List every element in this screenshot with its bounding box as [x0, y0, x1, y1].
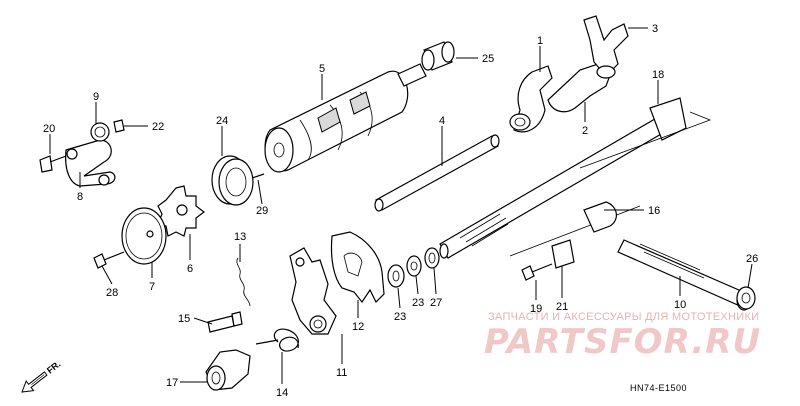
- stopper-arm: [39, 119, 125, 187]
- callout-24: 24: [216, 115, 228, 127]
- assembly-guide-line: [579, 111, 712, 169]
- washer-23-b: [406, 255, 422, 277]
- callout-9: 9: [93, 91, 99, 103]
- callout-14: 14: [276, 387, 288, 399]
- callout-19: 19: [530, 303, 542, 315]
- callout-6: 6: [187, 263, 193, 275]
- needle-bearing: [421, 41, 455, 71]
- watermark-caption: ЗАПЧАСТИ И АКСЕССУАРЫ ДЛЯ МОТОТЕХНИКИ: [488, 311, 760, 323]
- front-direction-arrow: FR.: [21, 359, 63, 393]
- gearshift-spindle: [439, 97, 687, 259]
- washer-23: [387, 264, 405, 288]
- gearshift-pedal-arm: [583, 201, 752, 311]
- callout-numbers: 1 2 3 4 5 6 7 8 9 10 11 12 13 14 15 16 1…: [43, 23, 758, 399]
- watermark-logo: PARTSFOR.RU: [484, 322, 762, 362]
- gearshift-drum: [264, 63, 427, 173]
- callout-23: 23: [394, 311, 406, 323]
- bolt-15: [207, 311, 243, 333]
- callout-23-b: 23: [412, 297, 424, 309]
- front-arrow-label: FR.: [45, 359, 63, 376]
- shift-fork-1: [509, 65, 553, 133]
- callout-12: 12: [352, 321, 364, 333]
- torsion-spring: [255, 328, 299, 352]
- pinch-clamp: [551, 239, 575, 269]
- shift-fork-2: [547, 15, 629, 113]
- callout-7: 7: [149, 281, 155, 293]
- callout-20: 20: [43, 123, 55, 135]
- callout-8: 8: [77, 191, 83, 203]
- callout-16: 16: [648, 205, 660, 217]
- shift-fork-shaft: [374, 134, 500, 212]
- shift-drum-center-cam: [157, 185, 205, 237]
- callout-2: 2: [582, 125, 588, 137]
- shift-plate: [330, 231, 385, 304]
- gearshift-arm: [289, 247, 337, 335]
- callout-1: 1: [537, 35, 543, 47]
- callout-15: 15: [178, 313, 190, 325]
- circlip-27: [424, 247, 440, 269]
- guide-plate: [121, 207, 167, 265]
- diagram-code: HN74-E1500: [630, 383, 688, 393]
- callout-17: 17: [166, 377, 178, 389]
- callout-22: 22: [152, 121, 164, 133]
- drum-bearing: [211, 155, 254, 206]
- callout-29: 29: [256, 205, 268, 217]
- callout-10: 10: [674, 299, 686, 311]
- callout-4: 4: [439, 115, 445, 127]
- callout-18: 18: [652, 69, 664, 81]
- callout-11: 11: [336, 367, 347, 379]
- callout-5: 5: [319, 63, 325, 75]
- callout-21: 21: [556, 301, 568, 313]
- assembly-guide-line-2: [509, 205, 641, 257]
- callout-25: 25: [482, 53, 494, 65]
- return-spring: [236, 257, 251, 307]
- callout-26: 26: [746, 253, 758, 265]
- collar: [205, 349, 251, 391]
- oil-seal: [736, 286, 756, 310]
- bolt-28: [93, 251, 125, 269]
- callout-28: 28: [106, 287, 118, 299]
- callout-3: 3: [652, 23, 658, 35]
- callout-13: 13: [234, 231, 246, 243]
- callout-27: 27: [430, 297, 442, 309]
- leader-lines: [49, 27, 753, 384]
- bolt-19: [521, 263, 553, 281]
- dowel-pin: [251, 173, 265, 179]
